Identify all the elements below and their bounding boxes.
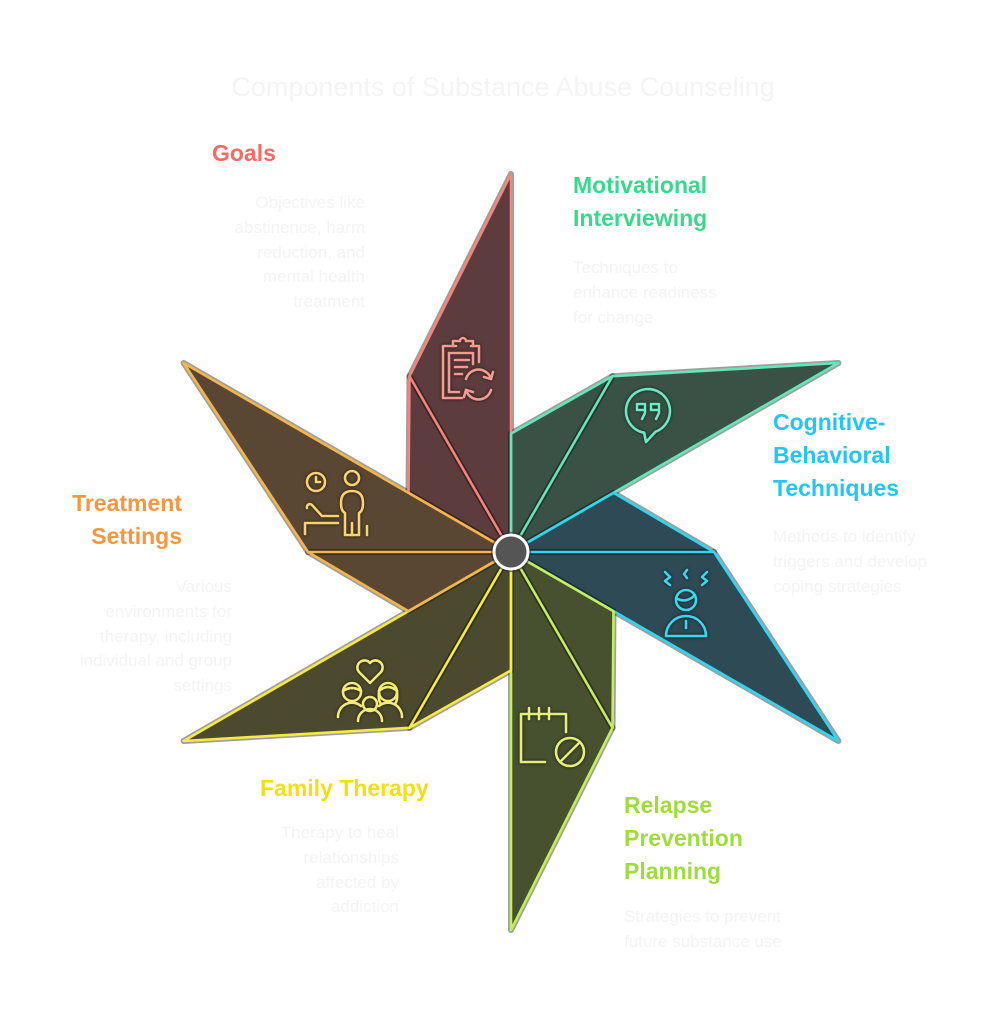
relapse-prevention-heading: Relapse Prevention Planning: [624, 792, 743, 884]
blade-family-outline: [182, 549, 514, 743]
blade-relapse-outline: [508, 549, 616, 932]
treatment-settings-description: Various environments for therapy, includ…: [79, 577, 232, 696]
blade-goals-fill: [408, 174, 511, 552]
relapse-prevention-description: Strategies to prevent future substance u…: [624, 907, 782, 951]
stressed-person-icon: [663, 568, 709, 638]
family-therapy-description: Therapy to heal relationships affected b…: [280, 823, 399, 917]
blade-cbt-fill: [511, 492, 839, 741]
cognitive-behavioral-heading: Cognitive- Behavioral Techniques: [773, 409, 900, 501]
clipboard-refresh-icon: [441, 336, 495, 401]
blade-family-edge: [182, 550, 513, 743]
goals-heading: Goals: [212, 140, 276, 166]
speech-bubble-quote-icon: [624, 387, 672, 444]
family-therapy-heading: Family Therapy: [260, 775, 429, 801]
blade-cbt-outline: [508, 491, 840, 743]
blade-motivational-edge: [509, 361, 840, 554]
family-heart-icon: [336, 659, 404, 723]
blade-family-fold-line: [408, 550, 513, 730]
blade-treatment-fill: [183, 363, 511, 612]
treatment-settings-heading: Treatment Settings: [72, 490, 182, 549]
center-hub: [492, 533, 530, 571]
blade-relapse-edge: [509, 550, 615, 932]
blade-goals-fold-line: [408, 374, 513, 554]
diagram-title: Components of Substance Abuse Counseling: [231, 72, 775, 102]
motivational-interviewing-description: Techniques to enhance readiness for chan…: [573, 258, 717, 327]
blade-goals: [405, 171, 514, 555]
therapy-session-icon: [303, 469, 369, 537]
blade-motivational-outline: [508, 361, 840, 555]
calendar-prohibited-icon: [519, 706, 586, 768]
goals-description: Objectives like abstinence, harm reducti…: [234, 193, 365, 312]
blade-cbt-edge: [509, 491, 840, 743]
blade-treatment-edge: [182, 361, 513, 613]
blade-relapse-fold-line: [509, 550, 614, 730]
motivational-interviewing-heading: Motivational Interviewing: [573, 172, 708, 231]
blade-treatment-outline: [182, 361, 514, 613]
cognitive-behavioral-description: Methods to identify triggers and develop…: [773, 527, 928, 596]
blade-motivational-fold-line: [509, 374, 614, 554]
